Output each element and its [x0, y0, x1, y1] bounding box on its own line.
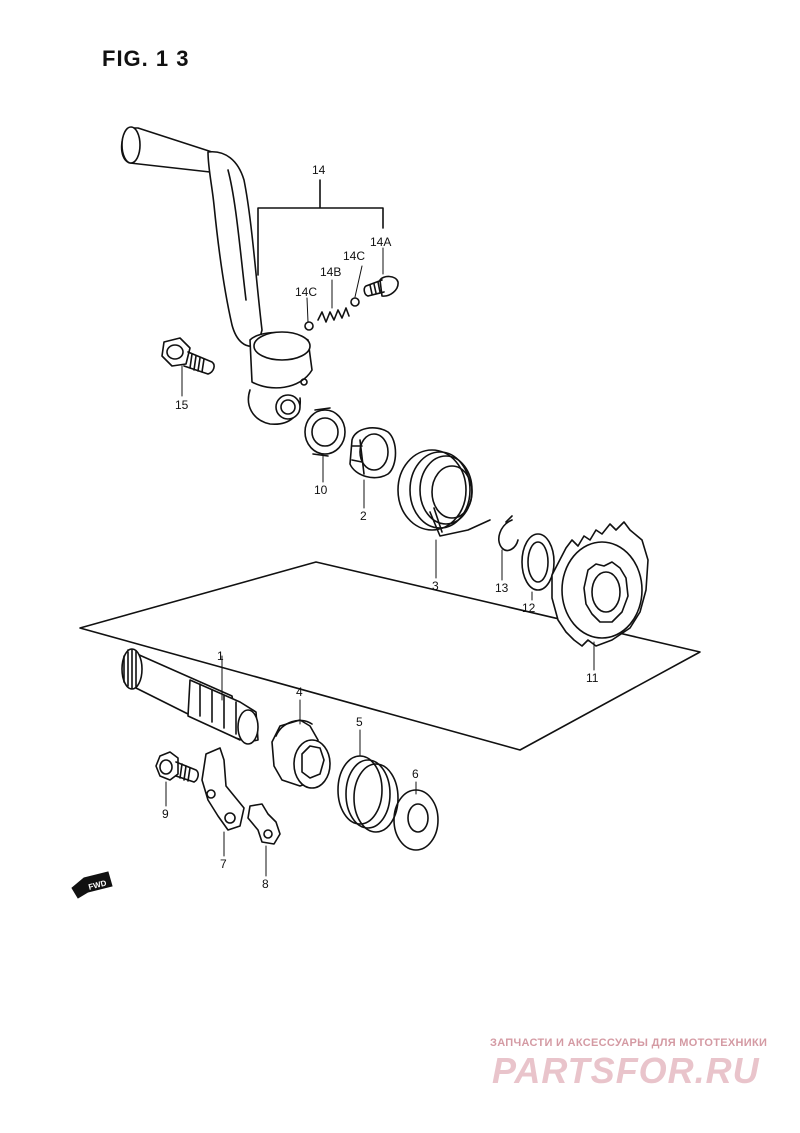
label-14c-upper: 14C	[343, 249, 365, 263]
kick-spring-3	[397, 449, 491, 537]
watermark-logo: PARTSFOR.RU	[492, 1050, 760, 1091]
kick-starter-lever	[120, 126, 313, 425]
label-1: 1	[217, 649, 224, 663]
label-12: 12	[522, 601, 536, 615]
label-10: 10	[314, 483, 328, 497]
label-8: 8	[262, 877, 269, 891]
ball-14c-2	[350, 297, 360, 307]
label-14b: 14B	[320, 265, 341, 279]
ratchet-4	[271, 719, 331, 789]
fwd-arrow-icon: FWD	[71, 871, 113, 899]
label-6: 6	[412, 767, 419, 781]
leader-lines	[165, 179, 595, 877]
label-14c-lower: 14C	[295, 285, 317, 299]
ratchet-spring-5	[337, 755, 399, 833]
label-15: 15	[175, 398, 189, 412]
callout-bracket-14	[257, 179, 384, 276]
label-7: 7	[220, 857, 227, 871]
ball-14c-1	[304, 321, 314, 331]
label-9: 9	[162, 807, 169, 821]
watermark-subtitle: ЗАПЧАСТИ И АКСЕССУАРЫ ДЛЯ МОТОТЕХНИКИ	[490, 1037, 768, 1049]
label-14a: 14A	[370, 235, 391, 249]
bolt-15	[161, 337, 215, 375]
oil-seal-10	[304, 407, 346, 457]
guide-2	[349, 427, 397, 479]
kick-starter-shaft-1	[121, 648, 259, 745]
plate-7	[201, 747, 245, 831]
subassembly-frame	[79, 561, 701, 751]
figure-title: FIG. 1 3	[102, 46, 190, 71]
label-4: 4	[296, 685, 303, 699]
bolt-14a	[363, 275, 399, 297]
label-11: 11	[586, 671, 599, 685]
bolt-9	[155, 751, 199, 783]
washer-6	[393, 789, 439, 851]
label-14: 14	[312, 163, 326, 177]
bracket-8	[247, 803, 281, 845]
circlip-13	[498, 515, 519, 552]
label-2: 2	[360, 509, 367, 523]
washer-12	[521, 533, 555, 591]
label-3: 3	[432, 579, 439, 593]
label-5: 5	[356, 715, 363, 729]
spring-14b	[317, 307, 350, 323]
kick-gear-11	[551, 521, 649, 647]
label-13: 13	[495, 581, 509, 595]
